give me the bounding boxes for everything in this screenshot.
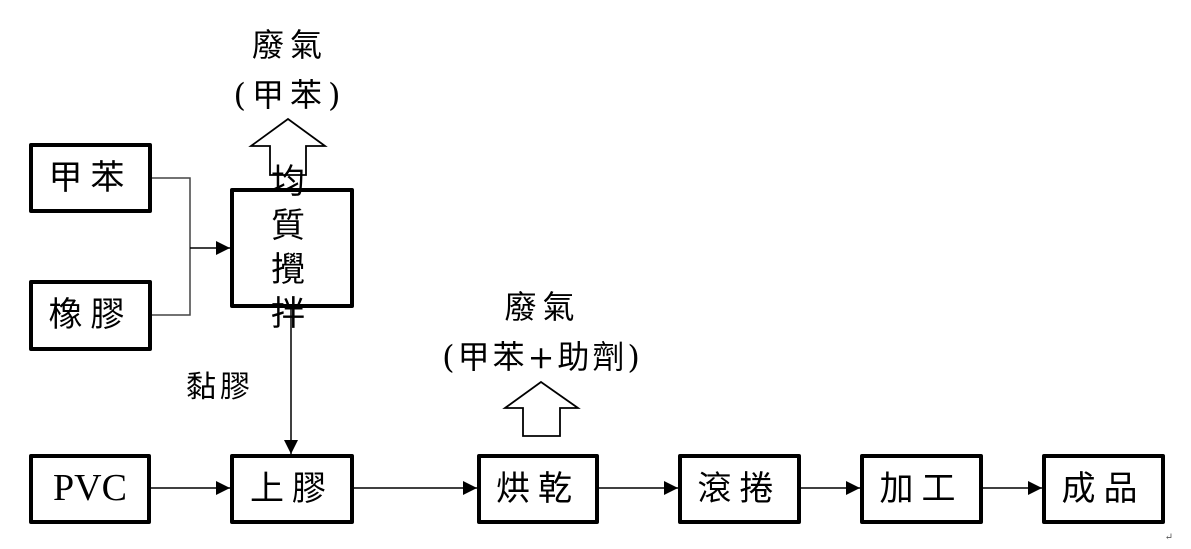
exhaust-arrow-top-icon	[248, 117, 328, 176]
node-mixing-line1: 均質	[271, 161, 313, 246]
exhaust-top-line1: 廢氣	[251, 26, 328, 64]
node-drying-label: 烘乾	[496, 468, 580, 509]
node-coating: 上膠	[230, 454, 354, 524]
exhaust-top-label: 廢氣 (甲苯)	[230, 20, 350, 116]
exhaust-mid-label: 廢氣 (甲苯+助劑)	[420, 282, 665, 378]
node-rubber: 橡膠	[29, 280, 152, 351]
node-processing-label: 加工	[879, 468, 964, 509]
node-mixing: 均質 攪拌	[230, 162, 354, 334]
node-mixing-line2: 攪拌	[271, 250, 313, 335]
node-rolling-label: 滾捲	[697, 468, 782, 509]
node-drying: 烘乾	[477, 454, 599, 524]
node-rolling: 滾捲	[678, 454, 801, 524]
exhaust-top-line2: (甲苯)	[233, 76, 347, 114]
node-processing: 加工	[860, 454, 983, 524]
connector-toluene	[151, 177, 191, 248]
node-coating-label: 上膠	[250, 468, 334, 509]
node-pvc: PVC	[29, 454, 151, 524]
node-product: 成品	[1042, 454, 1165, 524]
node-pvc-label: PVC	[53, 467, 127, 510]
paragraph-mark-icon: ↵	[1164, 532, 1173, 543]
node-rubber-label: 橡膠	[48, 295, 133, 336]
adhesive-label: 黏膠	[186, 370, 254, 405]
exhaust-mid-line2: (甲苯+助劑)	[442, 338, 643, 376]
exhaust-mid-line1: 廢氣	[504, 288, 581, 326]
exhaust-arrow-mid-icon	[502, 380, 581, 437]
node-toluene: 甲苯	[29, 143, 152, 213]
connector-rubber	[151, 248, 191, 316]
node-toluene-label: 甲苯	[48, 157, 133, 198]
node-product-label: 成品	[1061, 468, 1146, 509]
